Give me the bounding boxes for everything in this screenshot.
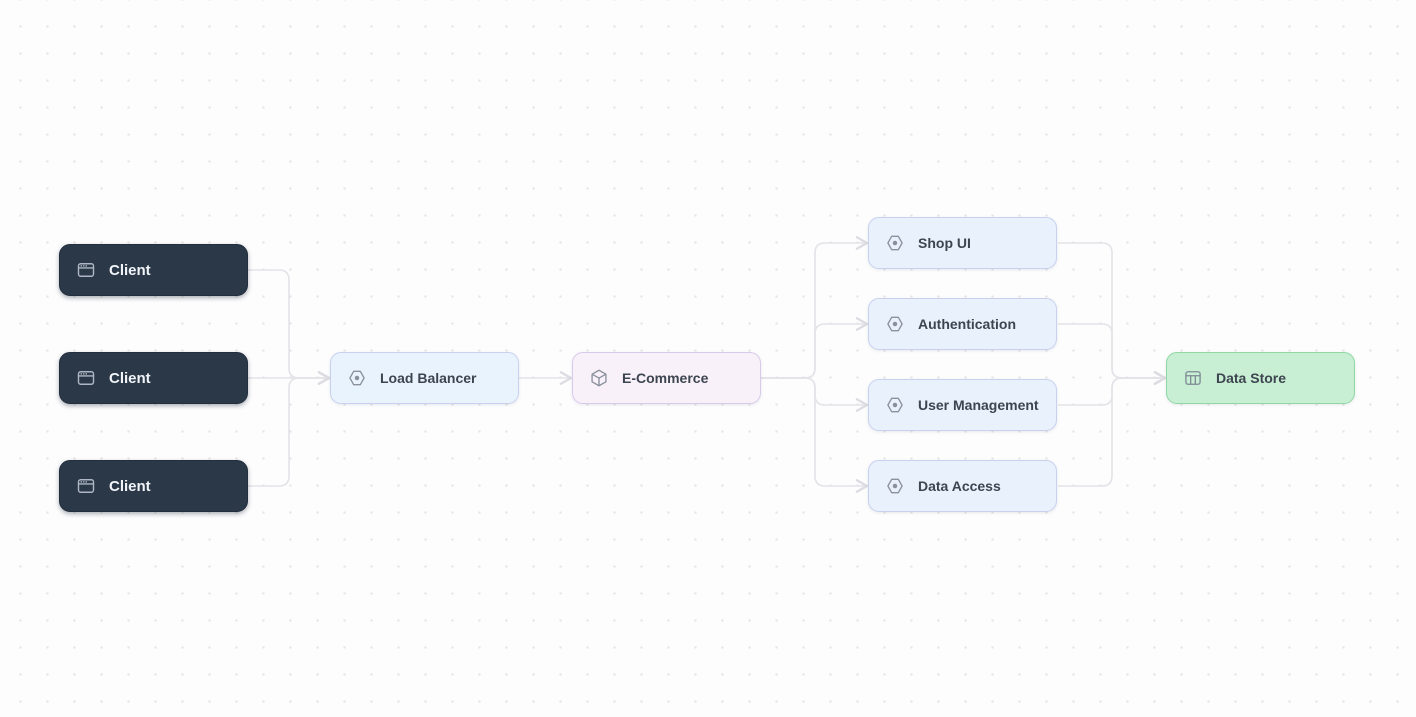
edge-authentication-data-store[interactable]	[1058, 323, 1167, 385]
node-client-2[interactable]: Client	[59, 352, 248, 404]
node-label: Client	[109, 261, 151, 279]
node-shop-ui[interactable]: Shop UI	[868, 217, 1057, 269]
node-data-store[interactable]: Data Store	[1166, 352, 1355, 404]
edge-ecommerce-authentication[interactable]	[761, 317, 869, 379]
node-label: Load Balancer	[380, 370, 477, 386]
node-label: Data Store	[1216, 370, 1287, 386]
box-icon	[589, 368, 609, 388]
app-window-icon	[76, 476, 96, 496]
edge-data-access-data-store[interactable]	[1058, 371, 1167, 487]
node-load-balancer[interactable]: Load Balancer	[330, 352, 519, 404]
node-label: Client	[109, 477, 151, 495]
node-client-3[interactable]: Client	[59, 460, 248, 512]
edge-client1-load-balancer[interactable]	[248, 269, 331, 385]
node-authentication[interactable]: Authentication	[868, 298, 1057, 350]
node-label: Client	[109, 369, 151, 387]
node-label: E-Commerce	[622, 370, 709, 386]
edge-ecommerce-shop-ui[interactable]	[761, 236, 869, 379]
edge-ecommerce-data-access[interactable]	[761, 377, 869, 493]
app-window-icon	[76, 368, 96, 388]
hexagon-dot-icon	[885, 314, 905, 334]
node-user-management[interactable]: User Management	[868, 379, 1057, 431]
node-label: Shop UI	[918, 235, 971, 251]
node-ecommerce[interactable]: E-Commerce	[572, 352, 761, 404]
node-client-1[interactable]: Client	[59, 244, 248, 296]
edge-client3-load-balancer[interactable]	[248, 371, 331, 487]
app-window-icon	[76, 260, 96, 280]
node-label: Authentication	[918, 316, 1016, 332]
hexagon-dot-icon	[885, 476, 905, 496]
node-label: User Management	[918, 397, 1039, 413]
table-icon	[1183, 368, 1203, 388]
hexagon-dot-icon	[885, 395, 905, 415]
hexagon-dot-icon	[347, 368, 367, 388]
node-data-access[interactable]: Data Access	[868, 460, 1057, 512]
node-label: Data Access	[918, 478, 1001, 494]
hexagon-dot-icon	[885, 233, 905, 253]
